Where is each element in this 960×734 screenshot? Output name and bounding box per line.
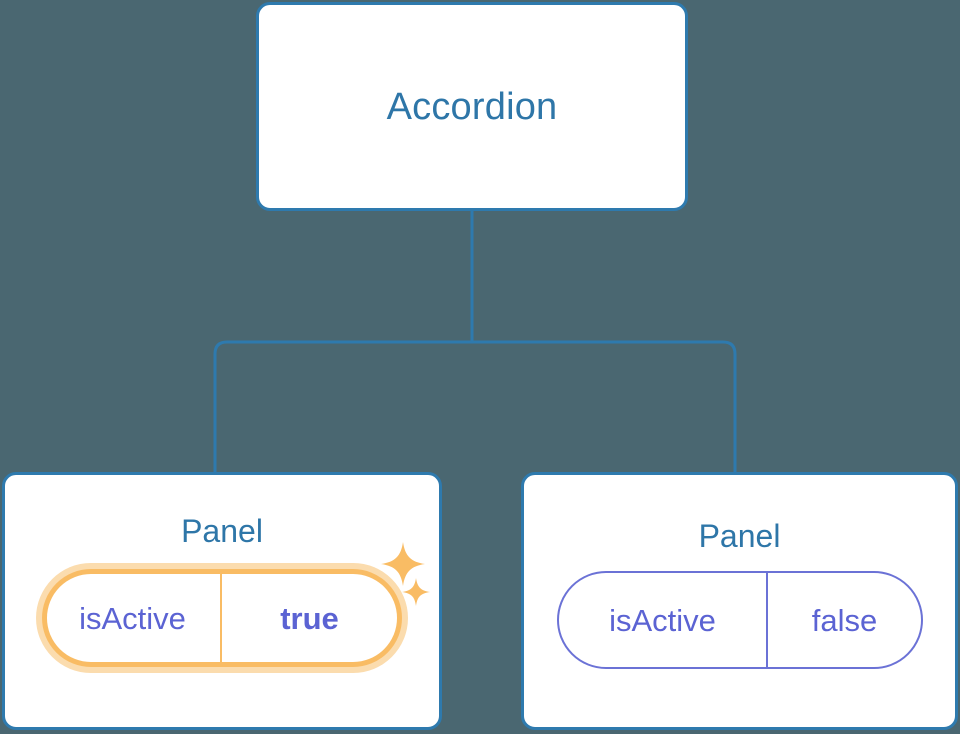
- panel-node-left[interactable]: Panel isActive true: [2, 472, 442, 730]
- prop-pill-isactive-false[interactable]: isActive false: [556, 571, 923, 669]
- prop-pill-wrapper-right: isActive false: [556, 571, 923, 669]
- prop-value-label: true: [280, 600, 339, 636]
- prop-value-label: false: [811, 602, 878, 638]
- root-node[interactable]: Accordion: [256, 2, 688, 211]
- connector-branch: [213, 340, 737, 472]
- panel-node-left-title: Panel: [181, 513, 263, 549]
- sparkle-icon: [402, 578, 430, 606]
- prop-pill-wrapper-left: isActive true: [42, 542, 430, 667]
- sparkle-icon: [381, 542, 425, 586]
- panel-node-right[interactable]: Panel isActive false: [521, 472, 958, 730]
- panel-node-right-title: Panel: [698, 518, 781, 554]
- prop-key-label: isActive: [559, 573, 769, 667]
- root-node-title: Accordion: [386, 85, 558, 128]
- prop-key-label: isActive: [47, 574, 222, 662]
- prop-pill-isactive-true[interactable]: isActive true: [42, 569, 402, 667]
